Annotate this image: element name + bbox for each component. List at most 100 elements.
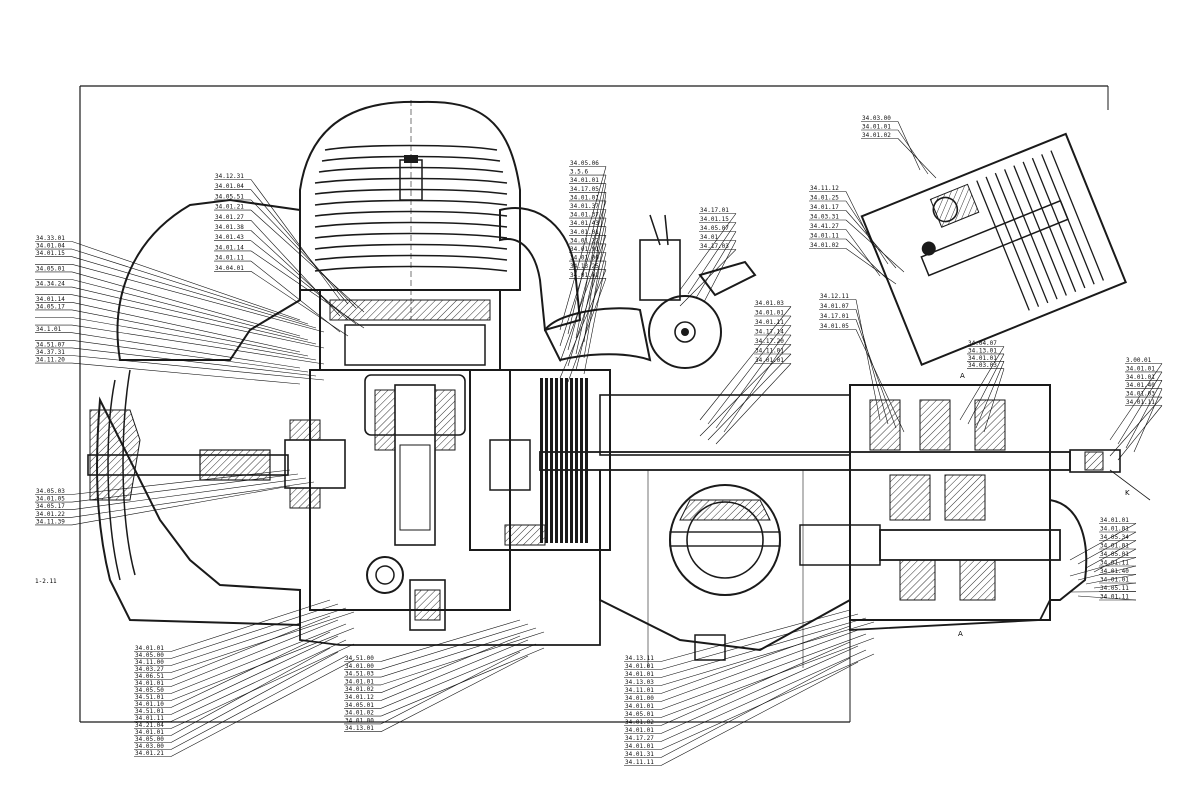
svg-text:34.03.00: 34.03.00: [135, 743, 164, 750]
svg-text:34.01.11: 34.01.11: [755, 319, 784, 326]
svg-text:34.01.25: 34.01.25: [810, 195, 839, 202]
callout-callouts-bottom-0: 34.01.01: [134, 599, 331, 652]
callout-callouts-bottom-mid-8: 34.01.00: [344, 651, 521, 724]
svg-text:34.51.00: 34.51.00: [345, 655, 374, 662]
callout-callouts-bottom-11: 34.21.04: [134, 643, 355, 729]
callout-callouts-top-mid-8: 34.01.01: [559, 229, 607, 363]
detail-view-inset: [860, 132, 1128, 366]
carburettor: [499, 207, 757, 369]
callout-callouts-left-15: 34.37.31: [35, 349, 325, 381]
svg-text:34.01.37: 34.01.37: [570, 212, 599, 219]
callout-callouts-top-right-a-2: 34.05.07: [695, 225, 737, 299]
callout-callouts-top-left-8: 34.01.11: [214, 255, 341, 333]
callout-callouts-left-16: 34.11.20: [35, 357, 301, 385]
callout-callouts-far-right-low-8: 34.05.11: [1069, 585, 1137, 593]
callout-callouts-gearbox-top-3: 34.17.14: [723, 329, 792, 433]
svg-text:34.01.11: 34.01.11: [810, 233, 839, 240]
callout-callouts-top-left-0: 34.12.31: [214, 173, 341, 301]
callout-callouts-bottom-12: 34.01.01: [134, 647, 331, 736]
callout-callouts-gearbox-c-2: 34.01.01: [967, 355, 1005, 429]
callout-callouts-bottom-8: 34.01.10: [134, 631, 331, 708]
svg-text:34.05.51: 34.05.51: [215, 193, 244, 200]
svg-text:34.17.14: 34.17.14: [755, 329, 784, 336]
callout-callouts-gearbox-top-2: 34.01.11: [715, 319, 792, 429]
svg-text:34.01.10: 34.01.10: [135, 701, 164, 708]
callout-callouts-bottom-1: 34.05.00: [134, 603, 339, 659]
callout-callouts-far-right-low-2: 34.05.34: [1085, 534, 1137, 569]
callout-callouts-top-mid-7: 34.01.43: [569, 220, 607, 359]
callout-callouts-gearbox-b-1: 34.01.07: [819, 303, 889, 425]
callout-callouts-bottom-right-7: 34.05.01: [624, 637, 875, 718]
svg-text:34.01.11: 34.01.11: [135, 715, 164, 722]
callout-callouts-far-right-2: 34.01.01: [1125, 374, 1163, 449]
callout-callouts-top-mid-10: 34.01.91: [569, 246, 607, 371]
callout-callouts-bottom-mid-2: 34.51.03: [344, 627, 537, 678]
callout-callouts-far-right-1: 34.01.01: [1117, 365, 1163, 445]
callout-callouts-bottom-right-0: 34.13.11: [624, 609, 851, 662]
callout-callouts-far-right-low-4: 34.05.01: [1069, 551, 1137, 577]
callout-callouts-bottom-mid-9: 34.13.01: [344, 655, 529, 732]
callout-callouts-far-right-low-9: 34.01.11: [1077, 594, 1137, 601]
clutch-assembly: [469, 369, 611, 551]
callout-callouts-far-right-low-7: 34.01.01: [1093, 577, 1137, 589]
svg-text:34.01: 34.01: [700, 234, 718, 241]
callout-callouts-top-mid-11: 34.01.00: [569, 255, 607, 375]
gear-cluster: K A A: [849, 372, 1151, 638]
svg-text:34.01.11: 34.01.11: [1100, 594, 1129, 601]
callout-callouts-gearbox-top-6: 34.01.01: [715, 357, 792, 445]
callout-callouts-left-13: [35, 339, 309, 373]
svg-text:34.01.15: 34.01.15: [36, 250, 65, 257]
callout-callouts-top-left-6: 34.01.43: [214, 234, 357, 325]
svg-text:34.01.15: 34.01.15: [700, 216, 729, 223]
left-cover: [89, 198, 301, 627]
svg-text:34.01.01: 34.01.01: [135, 729, 164, 736]
svg-text:34.12.11: 34.12.11: [820, 293, 849, 300]
callout-callouts-bottom-right-9: 34.01.01: [624, 645, 859, 734]
svg-text:34.01.00: 34.01.00: [570, 255, 599, 262]
callout-callouts-mid-right-1: 34.01.25: [809, 195, 889, 265]
svg-text:34.01.02: 34.01.02: [625, 719, 654, 726]
callout-callouts-left-11: [35, 324, 325, 365]
callout-callouts-mid-right-5: 34.01.11: [809, 233, 889, 281]
svg-text:34.05.01: 34.05.01: [625, 711, 654, 718]
svg-text:34.05.00: 34.05.00: [135, 736, 164, 743]
svg-text:34.01.01: 34.01.01: [1100, 543, 1129, 550]
callout-callouts-bottom-right-3: 34.13.03: [624, 621, 875, 686]
svg-text:34.01.01: 34.01.01: [755, 310, 784, 317]
svg-text:34.01.22: 34.01.22: [36, 511, 65, 518]
svg-text:34.13.01: 34.13.01: [345, 725, 374, 732]
clutch-plates: [540, 378, 588, 543]
callout-callouts-top-mid-0: 34.05.06: [559, 160, 607, 331]
svg-text:34.01.02: 34.01.02: [862, 132, 891, 139]
svg-text:34.51.01: 34.51.01: [135, 708, 164, 715]
svg-text:34.01.04: 34.01.04: [36, 243, 65, 250]
callout-callouts-bottom-5: 34.01.01: [134, 619, 339, 687]
callout-callouts-bottom-mid-4: 34.01.02: [344, 635, 521, 693]
callout-callouts-top-mid-9: 34.01.22: [567, 237, 607, 367]
svg-text:34.01.01: 34.01.01: [1100, 526, 1129, 533]
callout-callouts-left-lower-1: 34.01.05: [35, 473, 299, 503]
svg-text:34.17.05: 34.17.05: [570, 186, 599, 193]
callout-callouts-bottom-right-12: 34.01.31: [624, 657, 851, 758]
svg-text:34.21.04: 34.21.04: [135, 722, 164, 729]
callout-callouts-left-lower-2: 34.05.17: [35, 477, 307, 510]
callout-callouts-left-1: 34.01.04: [35, 243, 309, 325]
svg-text:34.03.03: 34.03.03: [968, 362, 997, 369]
svg-text:34.01.02: 34.01.02: [810, 242, 839, 249]
callout-callouts-bottom-right-13: 34.11.11: [624, 661, 859, 766]
svg-text:34.03.31: 34.03.31: [810, 214, 839, 221]
svg-text:34.01.43: 34.01.43: [215, 234, 244, 241]
left-bottom-callout: 1-2.11: [35, 578, 57, 585]
svg-text:34.12.31: 34.12.31: [215, 173, 244, 180]
svg-text:34.01.01: 34.01.01: [625, 703, 654, 710]
crankshaft-left: [87, 419, 346, 509]
svg-text:34.01.01: 34.01.01: [1126, 365, 1155, 372]
svg-text:34.51.01: 34.51.01: [135, 694, 164, 701]
svg-text:34.1.01: 34.1.01: [36, 326, 62, 333]
svg-text:34.11.01: 34.11.01: [755, 348, 784, 355]
callout-callouts-left-lower-0: 34.05.03: [35, 469, 291, 495]
callout-callouts-top-right-a-3: 34.01: [699, 234, 737, 303]
callout-callouts-bottom-14: 34.03.00: [134, 655, 347, 750]
callout-callouts-left-5: [35, 279, 309, 341]
